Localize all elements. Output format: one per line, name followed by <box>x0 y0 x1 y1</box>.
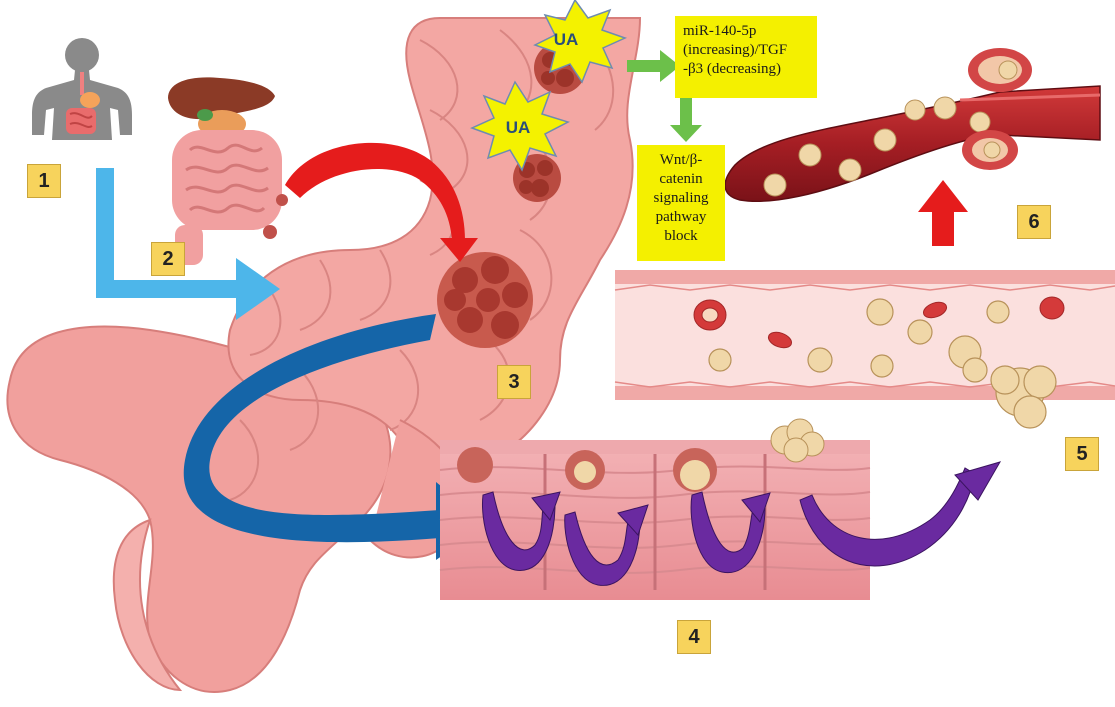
green-arrow-down <box>670 98 702 142</box>
vessel-section <box>615 270 1115 428</box>
mir-effect-box: miR-140-5p (increasing)/TGF -β3 (decreas… <box>675 16 817 98</box>
wnt-pathway-box: Wnt/β- catenin signaling pathway block <box>637 145 725 261</box>
wnt-line-1: Wnt/β- <box>641 151 721 170</box>
wnt-line-3: signaling <box>641 189 721 208</box>
digestive-organs-icon <box>168 77 288 265</box>
wnt-line-2: catenin <box>641 170 721 189</box>
step-badge-1: 1 <box>27 164 61 198</box>
step-badge-3: 3 <box>497 365 531 399</box>
step-badge-2: 2 <box>151 242 185 276</box>
step-badge-6: 6 <box>1017 205 1051 239</box>
colon-tumor-large <box>437 252 533 348</box>
mir-line-1: miR-140-5p <box>683 22 809 41</box>
ua-label-bottom: UA <box>506 118 531 137</box>
red-up-arrow <box>918 180 968 246</box>
step-badge-5: 5 <box>1065 437 1099 471</box>
ua-label-top: UA <box>554 30 579 49</box>
mir-line-3: -β3 (decreasing) <box>683 60 809 79</box>
wnt-line-5: block <box>641 227 721 246</box>
human-body-icon <box>32 38 132 140</box>
mir-line-2: (increasing)/TGF <box>683 41 809 60</box>
wnt-line-4: pathway <box>641 208 721 227</box>
step-badge-4: 4 <box>677 620 711 654</box>
